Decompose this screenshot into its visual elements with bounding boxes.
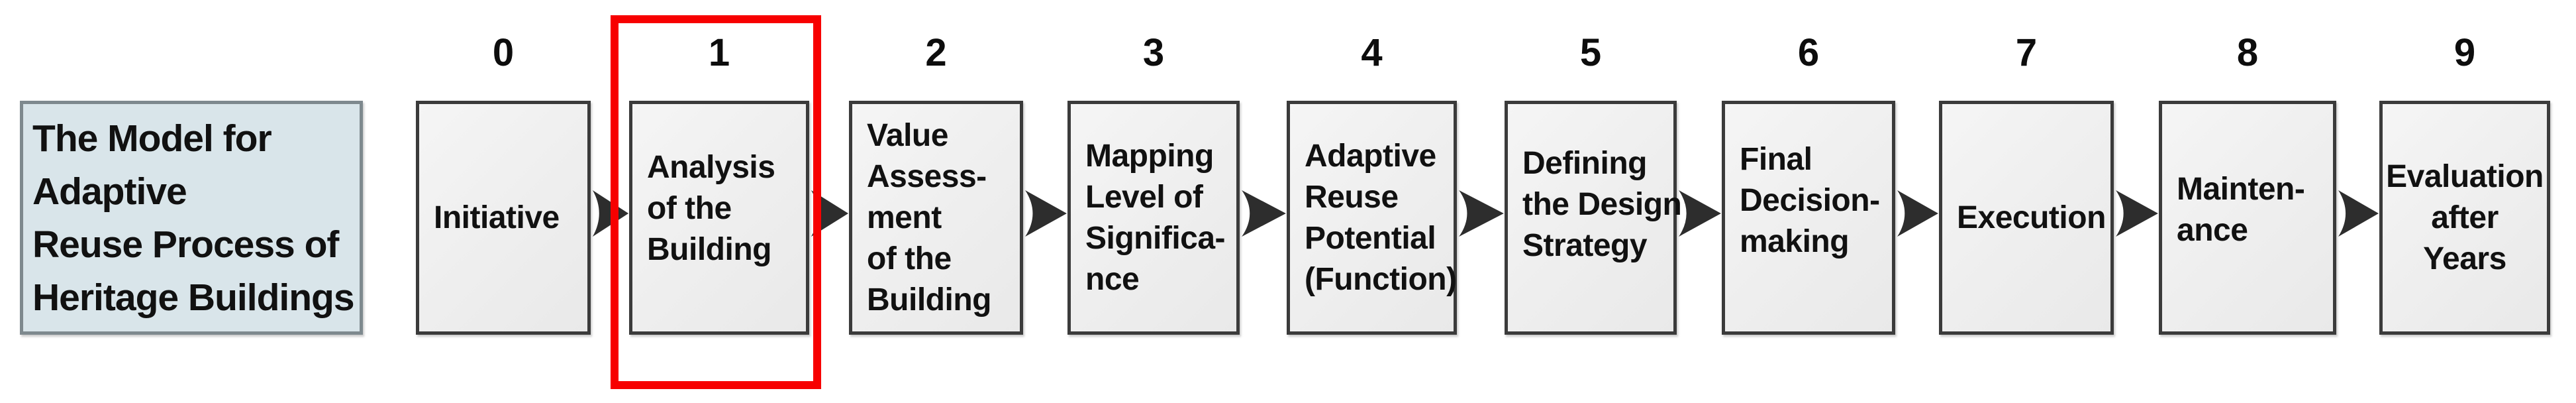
step-label-line: Mapping xyxy=(1085,138,1214,174)
step-label-line: Value xyxy=(867,117,948,153)
step-box-0: Initiative xyxy=(416,101,591,335)
step-label-line: ment xyxy=(867,200,942,235)
step-number: 6 xyxy=(1797,31,1820,74)
step-label-line: nce xyxy=(1085,261,1140,297)
step-number: 4 xyxy=(1361,31,1383,74)
flow-arrow-icon xyxy=(1024,190,1067,237)
step-number: 0 xyxy=(492,31,515,74)
diagram-title-line: Heritage Buildings xyxy=(32,276,355,319)
step-label-line: making xyxy=(1740,223,1850,259)
step-number: 1 xyxy=(708,31,730,74)
diagram-title-line: The Model for xyxy=(32,117,272,160)
step-label: Initiative xyxy=(419,198,587,239)
step-label-line: of the xyxy=(867,241,952,276)
diagram-title-box: The Model for Adaptive Reuse Process of … xyxy=(20,101,363,335)
step-label-line: Level of xyxy=(1085,179,1203,215)
step-label-line: Years xyxy=(2423,241,2506,276)
step-label-line: Analysis xyxy=(647,149,775,185)
step-number: 2 xyxy=(925,31,947,74)
step-label-line: ance xyxy=(2177,212,2248,248)
step-number: 7 xyxy=(2015,31,2038,74)
step-number: 9 xyxy=(2453,31,2476,74)
step-label-line: the Design xyxy=(1522,186,1682,222)
step-label-line: Building xyxy=(867,282,991,317)
diagram-title-line: Reuse Process of xyxy=(32,223,339,266)
flow-arrow-icon xyxy=(2338,190,2379,237)
step-box-7: Execution xyxy=(1939,101,2114,335)
flow-arrow-icon xyxy=(811,190,849,237)
step-label-line: Significa- xyxy=(1085,220,1226,256)
step-label-line: Defining xyxy=(1522,145,1647,181)
step-number: 8 xyxy=(2236,31,2259,74)
flow-arrow-icon xyxy=(1241,190,1287,237)
flow-arrow-icon xyxy=(1897,190,1939,237)
step-label-line: Decision- xyxy=(1740,182,1880,218)
step-label: Mainten-ance xyxy=(2162,169,2333,251)
step-label-line: Execution xyxy=(1957,200,2106,235)
step-number: 5 xyxy=(1579,31,1602,74)
flow-arrow-icon xyxy=(2115,190,2159,237)
step-box-8: Mainten-ance xyxy=(2159,101,2336,335)
step-label-line: Evaluation xyxy=(2386,158,2544,194)
step-label-line: (Function) xyxy=(1305,261,1457,297)
step-label-line: Final xyxy=(1740,141,1812,177)
flow-arrow-icon xyxy=(592,190,629,237)
flow-arrow-icon xyxy=(1678,190,1722,237)
step-label-line: Strategy xyxy=(1522,227,1648,263)
diagram-title-line: Adaptive xyxy=(32,170,187,213)
step-label-line: of the xyxy=(647,190,732,226)
step-number: 3 xyxy=(1142,31,1165,74)
step-label: Execution xyxy=(1942,198,2110,239)
step-label-line: Mainten- xyxy=(2177,171,2305,207)
step-label-line: Initiative xyxy=(434,200,560,235)
flow-arrow-icon xyxy=(1458,190,1505,237)
step-label-line: Building xyxy=(647,231,771,267)
step-label-line: Potential xyxy=(1305,220,1436,256)
step-label-line: Adaptive xyxy=(1305,138,1436,174)
step-label-line: Assess- xyxy=(867,158,987,194)
step-label-line: Reuse xyxy=(1305,179,1399,215)
step-label-line: after xyxy=(2431,200,2499,235)
